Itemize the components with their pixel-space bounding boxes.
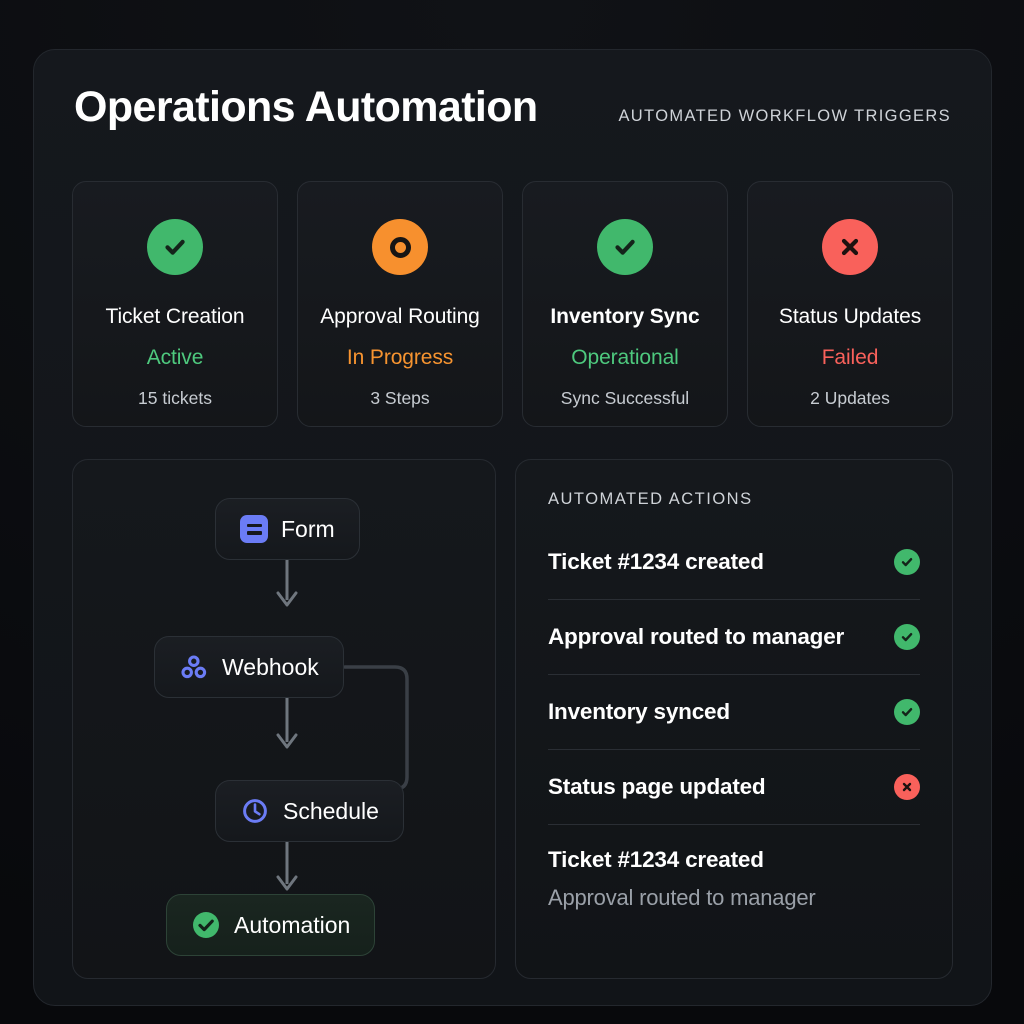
x-circle-icon xyxy=(894,774,920,800)
flow-node-label: Automation xyxy=(234,911,351,938)
status-card-inventory-sync[interactable]: Inventory Sync Operational Sync Successf… xyxy=(522,181,728,427)
header-eyebrow: AUTOMATED WORKFLOW TRIGGERS xyxy=(618,107,951,125)
status-card-title: Inventory Sync xyxy=(550,305,700,328)
status-badge: Operational xyxy=(571,346,679,369)
summary-secondary-text: Approval routed to manager xyxy=(548,885,816,910)
status-card-meta: Sync Successful xyxy=(560,388,690,408)
check-circle-icon xyxy=(894,624,920,650)
header: Operations Automation AUTOMATED WORKFLOW… xyxy=(72,80,953,162)
status-card-ticket-creation[interactable]: Ticket Creation Active 15 tickets xyxy=(72,181,278,427)
status-card-meta: 3 Steps xyxy=(370,388,430,408)
action-row[interactable]: Status page updated xyxy=(548,750,920,825)
flow-node-label: Webhook xyxy=(222,653,319,680)
bottom-row: Form Webhook xyxy=(72,459,953,979)
flow-node-schedule[interactable]: Schedule xyxy=(215,780,404,842)
action-row[interactable]: Inventory synced xyxy=(548,675,920,750)
webhook-icon xyxy=(179,652,209,682)
flow-node-automation[interactable]: Automation xyxy=(166,894,376,956)
actions-heading: AUTOMATED ACTIONS xyxy=(548,490,753,508)
status-card-meta: 15 tickets xyxy=(138,388,212,408)
status-card-title: Ticket Creation xyxy=(105,305,245,328)
status-card-approval-routing[interactable]: Approval Routing In Progress 3 Steps xyxy=(297,181,503,427)
check-circle-icon xyxy=(191,910,221,940)
form-icon xyxy=(240,515,268,543)
check-circle-icon xyxy=(894,699,920,725)
x-circle-icon xyxy=(822,219,878,275)
actions-summary: Ticket #1234 created Approval routed to … xyxy=(548,825,920,911)
action-label: Inventory synced xyxy=(548,699,730,724)
status-badge: In Progress xyxy=(346,346,454,369)
status-badge: Active xyxy=(146,346,204,369)
status-card-title: Approval Routing xyxy=(320,305,480,328)
check-circle-icon xyxy=(147,219,203,275)
dashboard-shell: Operations Automation AUTOMATED WORKFLOW… xyxy=(33,49,992,1006)
flow-node-label: Form xyxy=(281,515,335,542)
action-label: Approval routed to manager xyxy=(548,624,845,649)
status-card-status-updates[interactable]: Status Updates Failed 2 Updates xyxy=(747,181,953,427)
automated-actions-panel: AUTOMATED ACTIONS Ticket #1234 created A… xyxy=(515,459,953,979)
action-row[interactable]: Approval routed to manager xyxy=(548,600,920,675)
action-label: Status page updated xyxy=(548,774,766,799)
flow-node-form[interactable]: Form xyxy=(215,498,360,560)
summary-primary-text: Ticket #1234 created xyxy=(548,847,764,872)
check-circle-icon xyxy=(894,549,920,575)
page-title: Operations Automation xyxy=(74,83,538,131)
check-circle-icon xyxy=(597,219,653,275)
action-row[interactable]: Ticket #1234 created xyxy=(548,525,920,600)
status-card-title: Status Updates xyxy=(778,305,922,328)
workflow-diagram-panel: Form Webhook xyxy=(72,459,496,979)
clock-icon xyxy=(240,796,270,826)
status-badge: Failed xyxy=(821,346,879,369)
status-card-meta: 2 Updates xyxy=(810,388,890,408)
action-label: Ticket #1234 created xyxy=(548,549,764,574)
flow-node-label: Schedule xyxy=(283,797,379,824)
status-card-row: Ticket Creation Active 15 tickets Approv… xyxy=(72,181,953,427)
flow-node-webhook[interactable]: Webhook xyxy=(154,636,344,698)
in-progress-icon xyxy=(372,219,428,275)
